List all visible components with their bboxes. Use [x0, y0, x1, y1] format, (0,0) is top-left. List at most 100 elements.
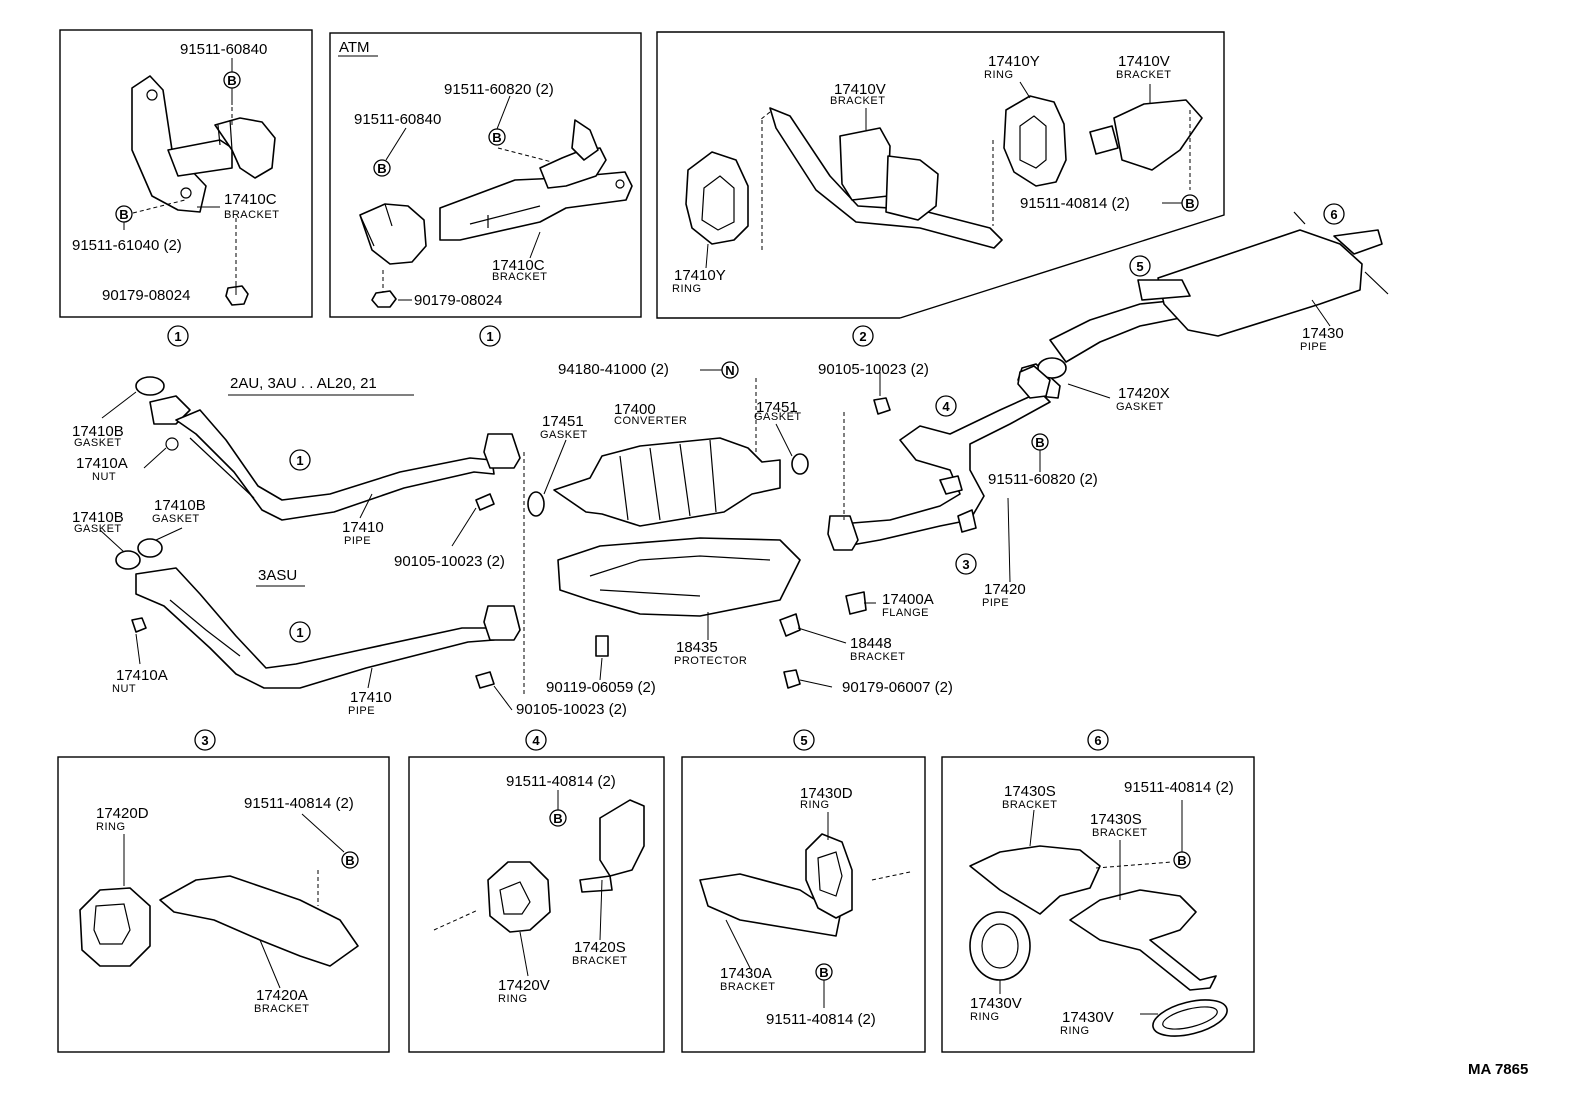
svg-text:B: B [119, 207, 128, 222]
part-name: FLANGE [882, 607, 929, 619]
view-marker-1-mt: 1 [167, 325, 189, 347]
part-number: 17410 [350, 689, 392, 706]
part-name: GASKET [74, 437, 122, 449]
part-number: 17430D [800, 785, 853, 802]
view-marker-5-box: 5 [793, 729, 815, 751]
part-name: GASKET [754, 411, 802, 423]
box6-parts [969, 845, 1228, 1037]
part-name: GASKET [152, 513, 200, 525]
bolt-symbol: B [223, 71, 241, 89]
part-number: 17410A [116, 667, 168, 684]
nut-symbol: N [721, 361, 739, 379]
detail-box-1-atm [329, 32, 642, 318]
svg-text:B: B [345, 853, 354, 868]
view-marker-3-box: 3 [194, 729, 216, 751]
view-marker-4-box: 4 [525, 729, 547, 751]
part-number: 17410Y [674, 267, 726, 284]
part-name: BRACKET [1092, 827, 1147, 839]
part-name: RING [96, 821, 126, 833]
part-name: BRACKET [1002, 799, 1057, 811]
part-name: BRACKET [224, 209, 279, 221]
part-number: 17420D [96, 805, 149, 822]
part-name: BRACKET [850, 651, 905, 663]
part-number: 17430V [970, 995, 1022, 1012]
view-marker-6-box: 6 [1087, 729, 1109, 751]
svg-text:B: B [819, 965, 828, 980]
tailpipe-muffler [1017, 211, 1389, 399]
view-markers: 1 1 2 1 1 3 4 5 6 3 4 5 6 [167, 203, 1345, 751]
callout-labels: 91511-60840 17410C BRACKET 91511-61040 (… [72, 41, 1344, 1037]
part-name: RING [800, 799, 830, 811]
part-number: 17420X [1118, 385, 1170, 402]
box1-atm-parts [359, 119, 633, 308]
part-number: 17420A [256, 987, 308, 1004]
svg-text:B: B [377, 161, 386, 176]
part-name: PIPE [982, 597, 1009, 609]
part-number: 91511-40814 (2) [244, 795, 354, 812]
part-name: RING [498, 993, 528, 1005]
part-number: 90105-10023 (2) [516, 701, 627, 718]
svg-text:B: B [1035, 435, 1044, 450]
detail-box-1-mt [59, 29, 313, 318]
detail-box-2 [656, 31, 1225, 319]
box1-mt-parts [131, 75, 276, 306]
part-name: CONVERTER [614, 415, 687, 427]
part-number: 17430V [1062, 1009, 1114, 1026]
box5-parts [699, 833, 911, 937]
part-number: 17420V [498, 977, 550, 994]
box4-parts [433, 799, 645, 933]
part-name: NUT [112, 683, 136, 695]
part-number: 90119-06059 (2) [546, 679, 656, 696]
detail-frames [57, 29, 1255, 1053]
box2-parts [685, 95, 1203, 250]
part-number: 90179-06007 (2) [842, 679, 953, 696]
part-number: 17410B [72, 509, 124, 526]
part-number: 17430A [720, 965, 772, 982]
detail-box-4 [408, 756, 665, 1053]
bolt-symbol: B [115, 205, 133, 223]
svg-text:6: 6 [1094, 733, 1101, 748]
part-number: 17410B [72, 423, 124, 440]
part-number: 91511-40814 (2) [766, 1011, 876, 1028]
part-number: 90105-10023 (2) [394, 553, 505, 570]
svg-text:N: N [725, 363, 734, 378]
engine-b-title: 3ASU [258, 567, 297, 584]
detail-box-6 [941, 756, 1255, 1053]
view-marker-4-main: 4 [935, 395, 957, 417]
box3-parts [79, 870, 359, 967]
part-number: 17420S [574, 939, 626, 956]
part-number: 90105-10023 (2) [818, 361, 929, 378]
part-number: 17410 [342, 519, 384, 536]
center-pipe [779, 365, 1051, 689]
bolt-symbol: B [549, 809, 567, 827]
part-number: 91511-60840 [354, 111, 441, 128]
bolt-symbol: B [341, 851, 359, 869]
svg-text:5: 5 [800, 733, 807, 748]
svg-text:2: 2 [859, 329, 866, 344]
svg-text:6: 6 [1330, 207, 1337, 222]
view-marker-5-main: 5 [1129, 255, 1151, 277]
part-name: PIPE [348, 705, 375, 717]
view-marker-6-main: 6 [1323, 203, 1345, 225]
part-number: 17430S [1004, 783, 1056, 800]
svg-text:B: B [1185, 196, 1194, 211]
part-name: BRACKET [492, 271, 547, 283]
part-number: 91511-60820 (2) [444, 81, 554, 98]
view-marker-1-atm: 1 [479, 325, 501, 347]
part-number: 17451 [542, 413, 584, 430]
part-number: 17430S [1090, 811, 1142, 828]
part-number: 17410Y [988, 53, 1040, 70]
svg-text:1: 1 [296, 453, 303, 468]
part-number: 91511-60820 (2) [988, 471, 1098, 488]
view-marker-3-main: 3 [955, 553, 977, 575]
engine-a-title: 2AU, 3AU . . AL20, 21 [230, 375, 377, 392]
bolt-symbol: B [1031, 433, 1049, 451]
part-number: 17400 [614, 401, 656, 418]
part-name: PIPE [1300, 341, 1327, 353]
part-number: 91511-40814 (2) [506, 773, 616, 790]
part-number: 91511-61040 (2) [72, 237, 182, 254]
part-name: GASKET [1116, 401, 1164, 413]
part-number: 17410V [834, 81, 886, 98]
bolt-symbol: B [815, 963, 833, 981]
